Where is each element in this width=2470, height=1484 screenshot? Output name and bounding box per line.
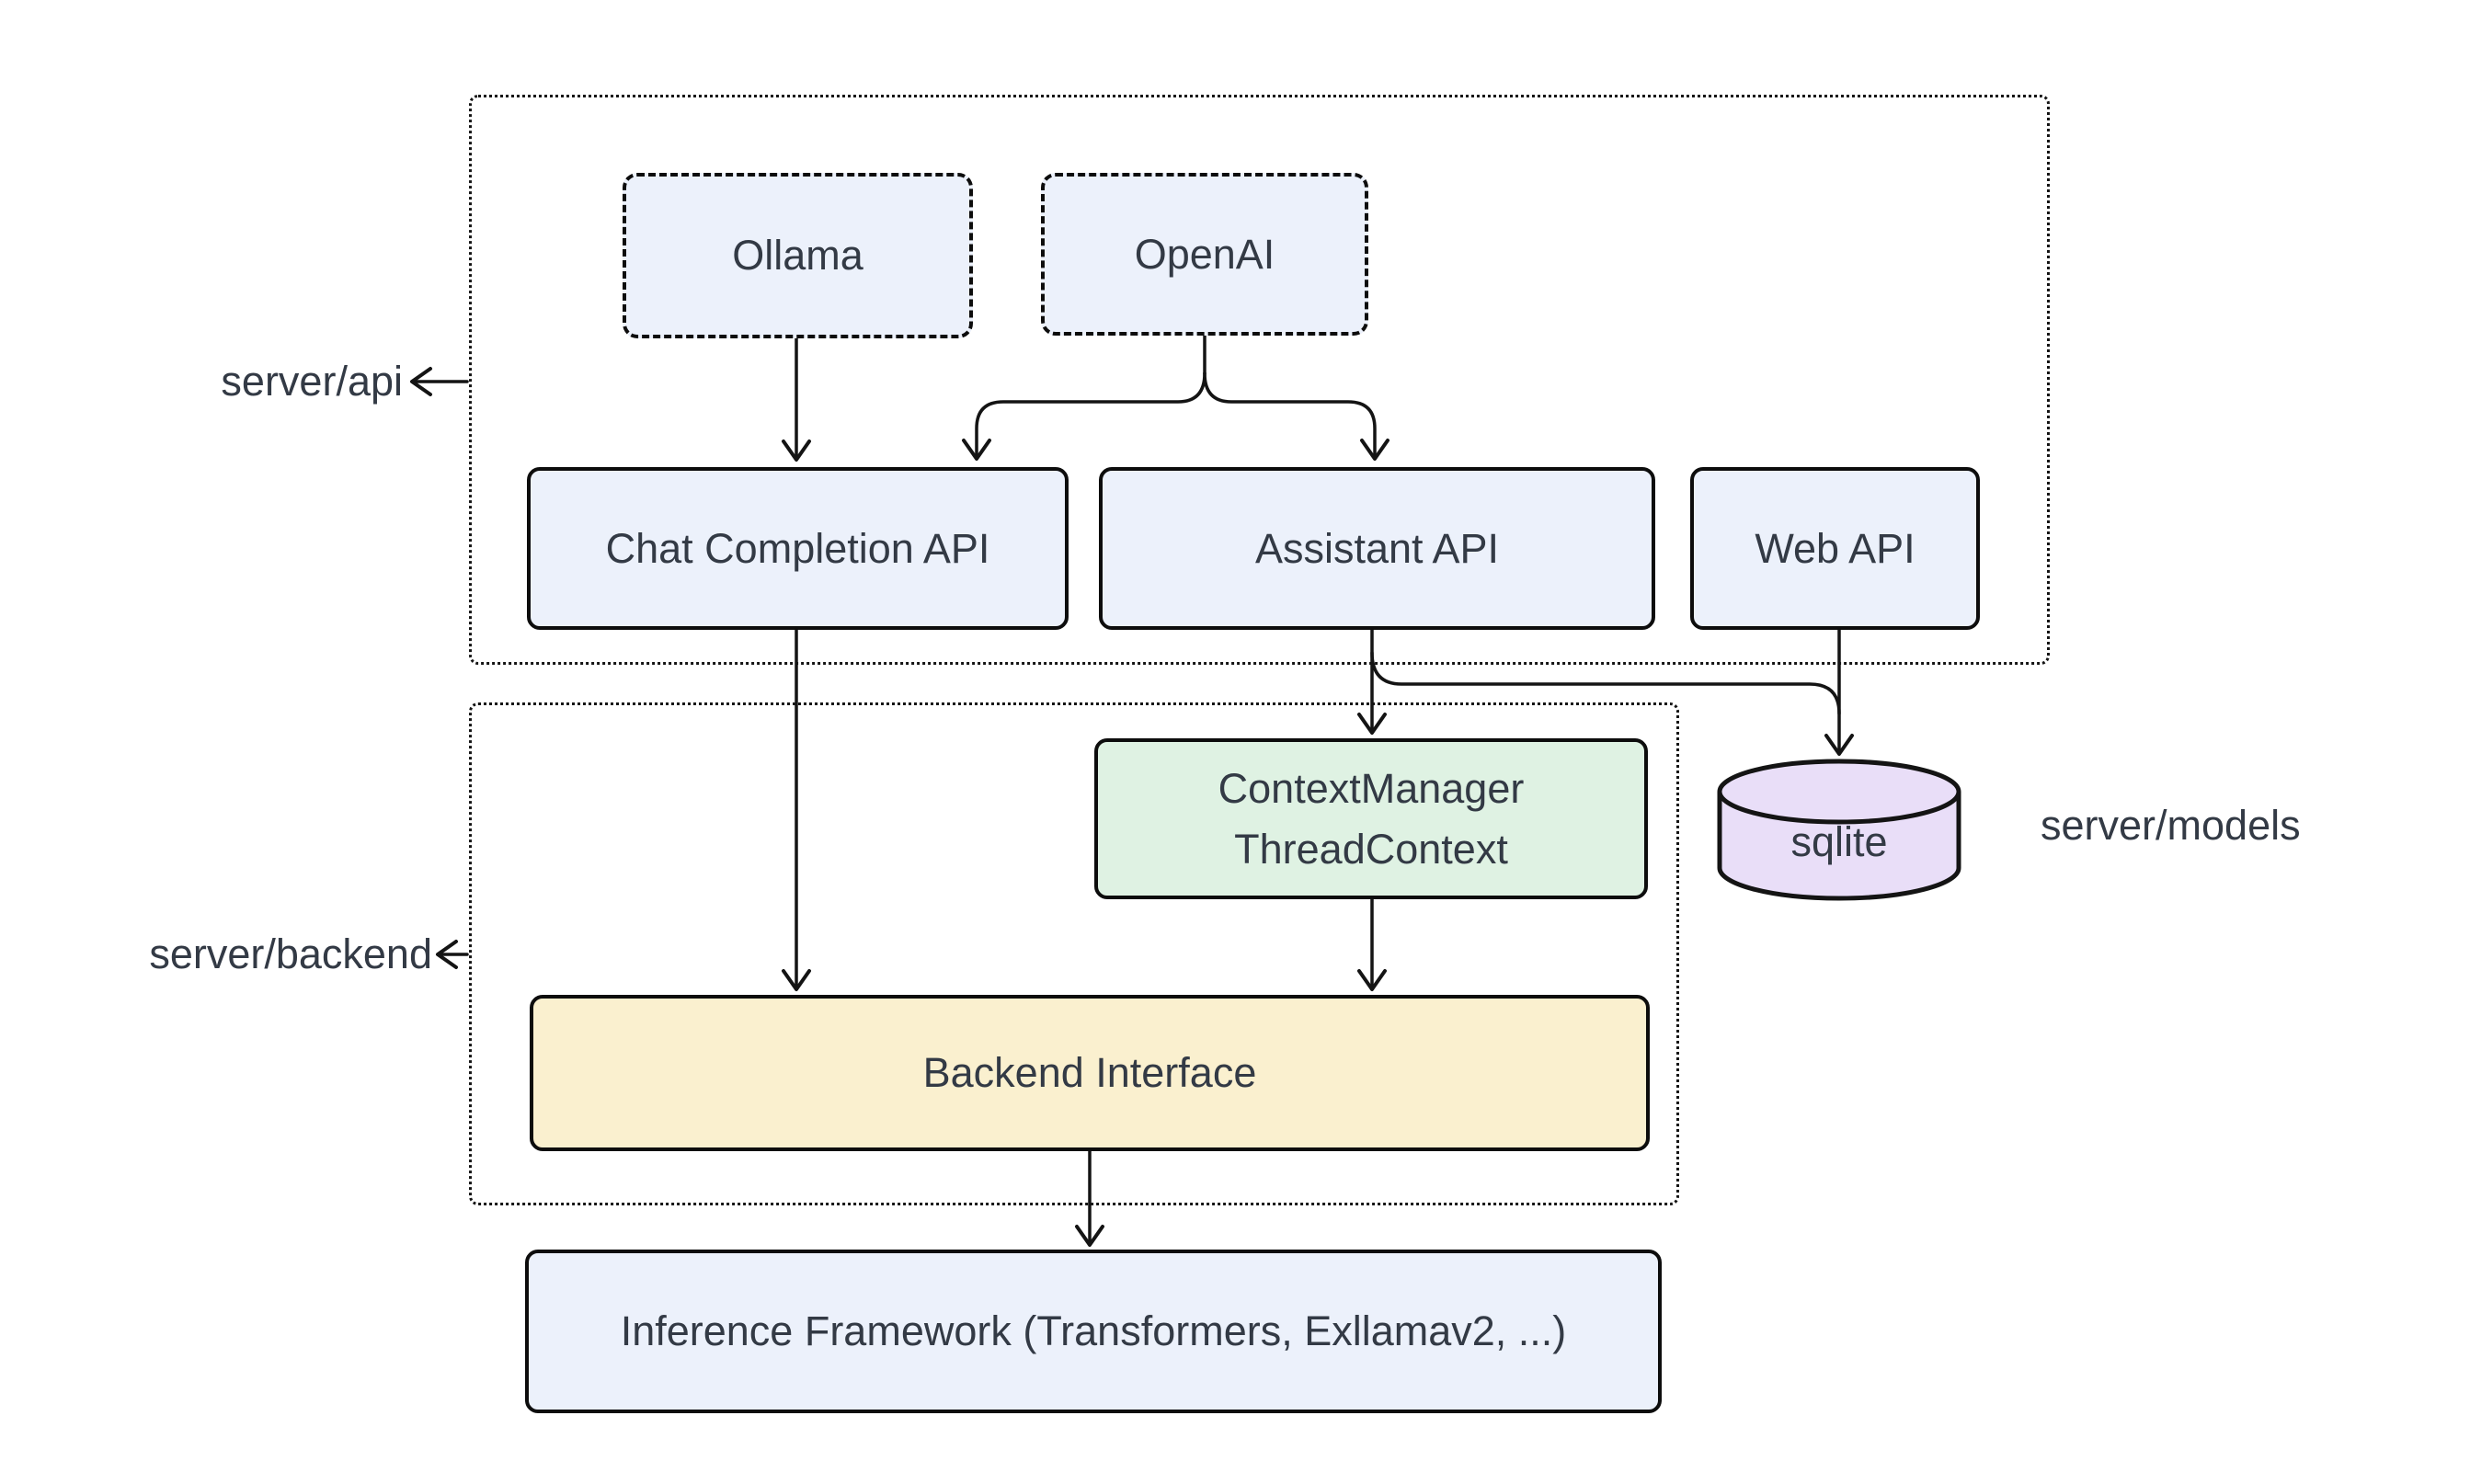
- node-ollama: Ollama: [623, 173, 973, 338]
- node-openai-label: OpenAI: [1134, 230, 1275, 278]
- node-backend-interface: Backend Interface: [530, 995, 1650, 1151]
- node-web-api: Web API: [1690, 467, 1980, 630]
- label-server-models: server/models: [2041, 802, 2301, 849]
- node-assistant-api-label: Assistant API: [1254, 524, 1500, 572]
- label-server-backend: server/backend: [149, 930, 432, 977]
- node-chat-completion-api: Chat Completion API: [527, 467, 1069, 630]
- node-ollama-label: Ollama: [732, 232, 863, 280]
- node-inference-framework: Inference Framework (Transformers, Exlla…: [525, 1250, 1662, 1413]
- container-server-backend: [469, 702, 1679, 1205]
- node-chat-completion-api-label: Chat Completion API: [605, 524, 990, 572]
- container-server-api: [469, 95, 2050, 665]
- node-context-manager: ContextManager ThreadContext: [1094, 738, 1648, 899]
- node-sqlite-label: sqlite: [1790, 818, 1888, 865]
- edge-openai-assistant: [1203, 371, 1389, 461]
- node-openai: OpenAI: [1041, 173, 1368, 336]
- node-web-api-label: Web API: [1755, 524, 1915, 572]
- edge-openai-chat: [962, 371, 1206, 461]
- edge-assistant-sqlite: [1370, 651, 1841, 715]
- node-backend-interface-label: Backend Interface: [922, 1049, 1257, 1097]
- node-context-manager-line1: ContextManager: [1218, 765, 1525, 813]
- node-inference-framework-label: Inference Framework (Transformers, Exlla…: [620, 1307, 1567, 1355]
- node-assistant-api: Assistant API: [1099, 467, 1655, 630]
- node-sqlite-cylinder: [1717, 759, 1961, 901]
- label-server-api: server/api: [221, 358, 403, 405]
- node-context-manager-line2: ThreadContext: [1234, 825, 1508, 873]
